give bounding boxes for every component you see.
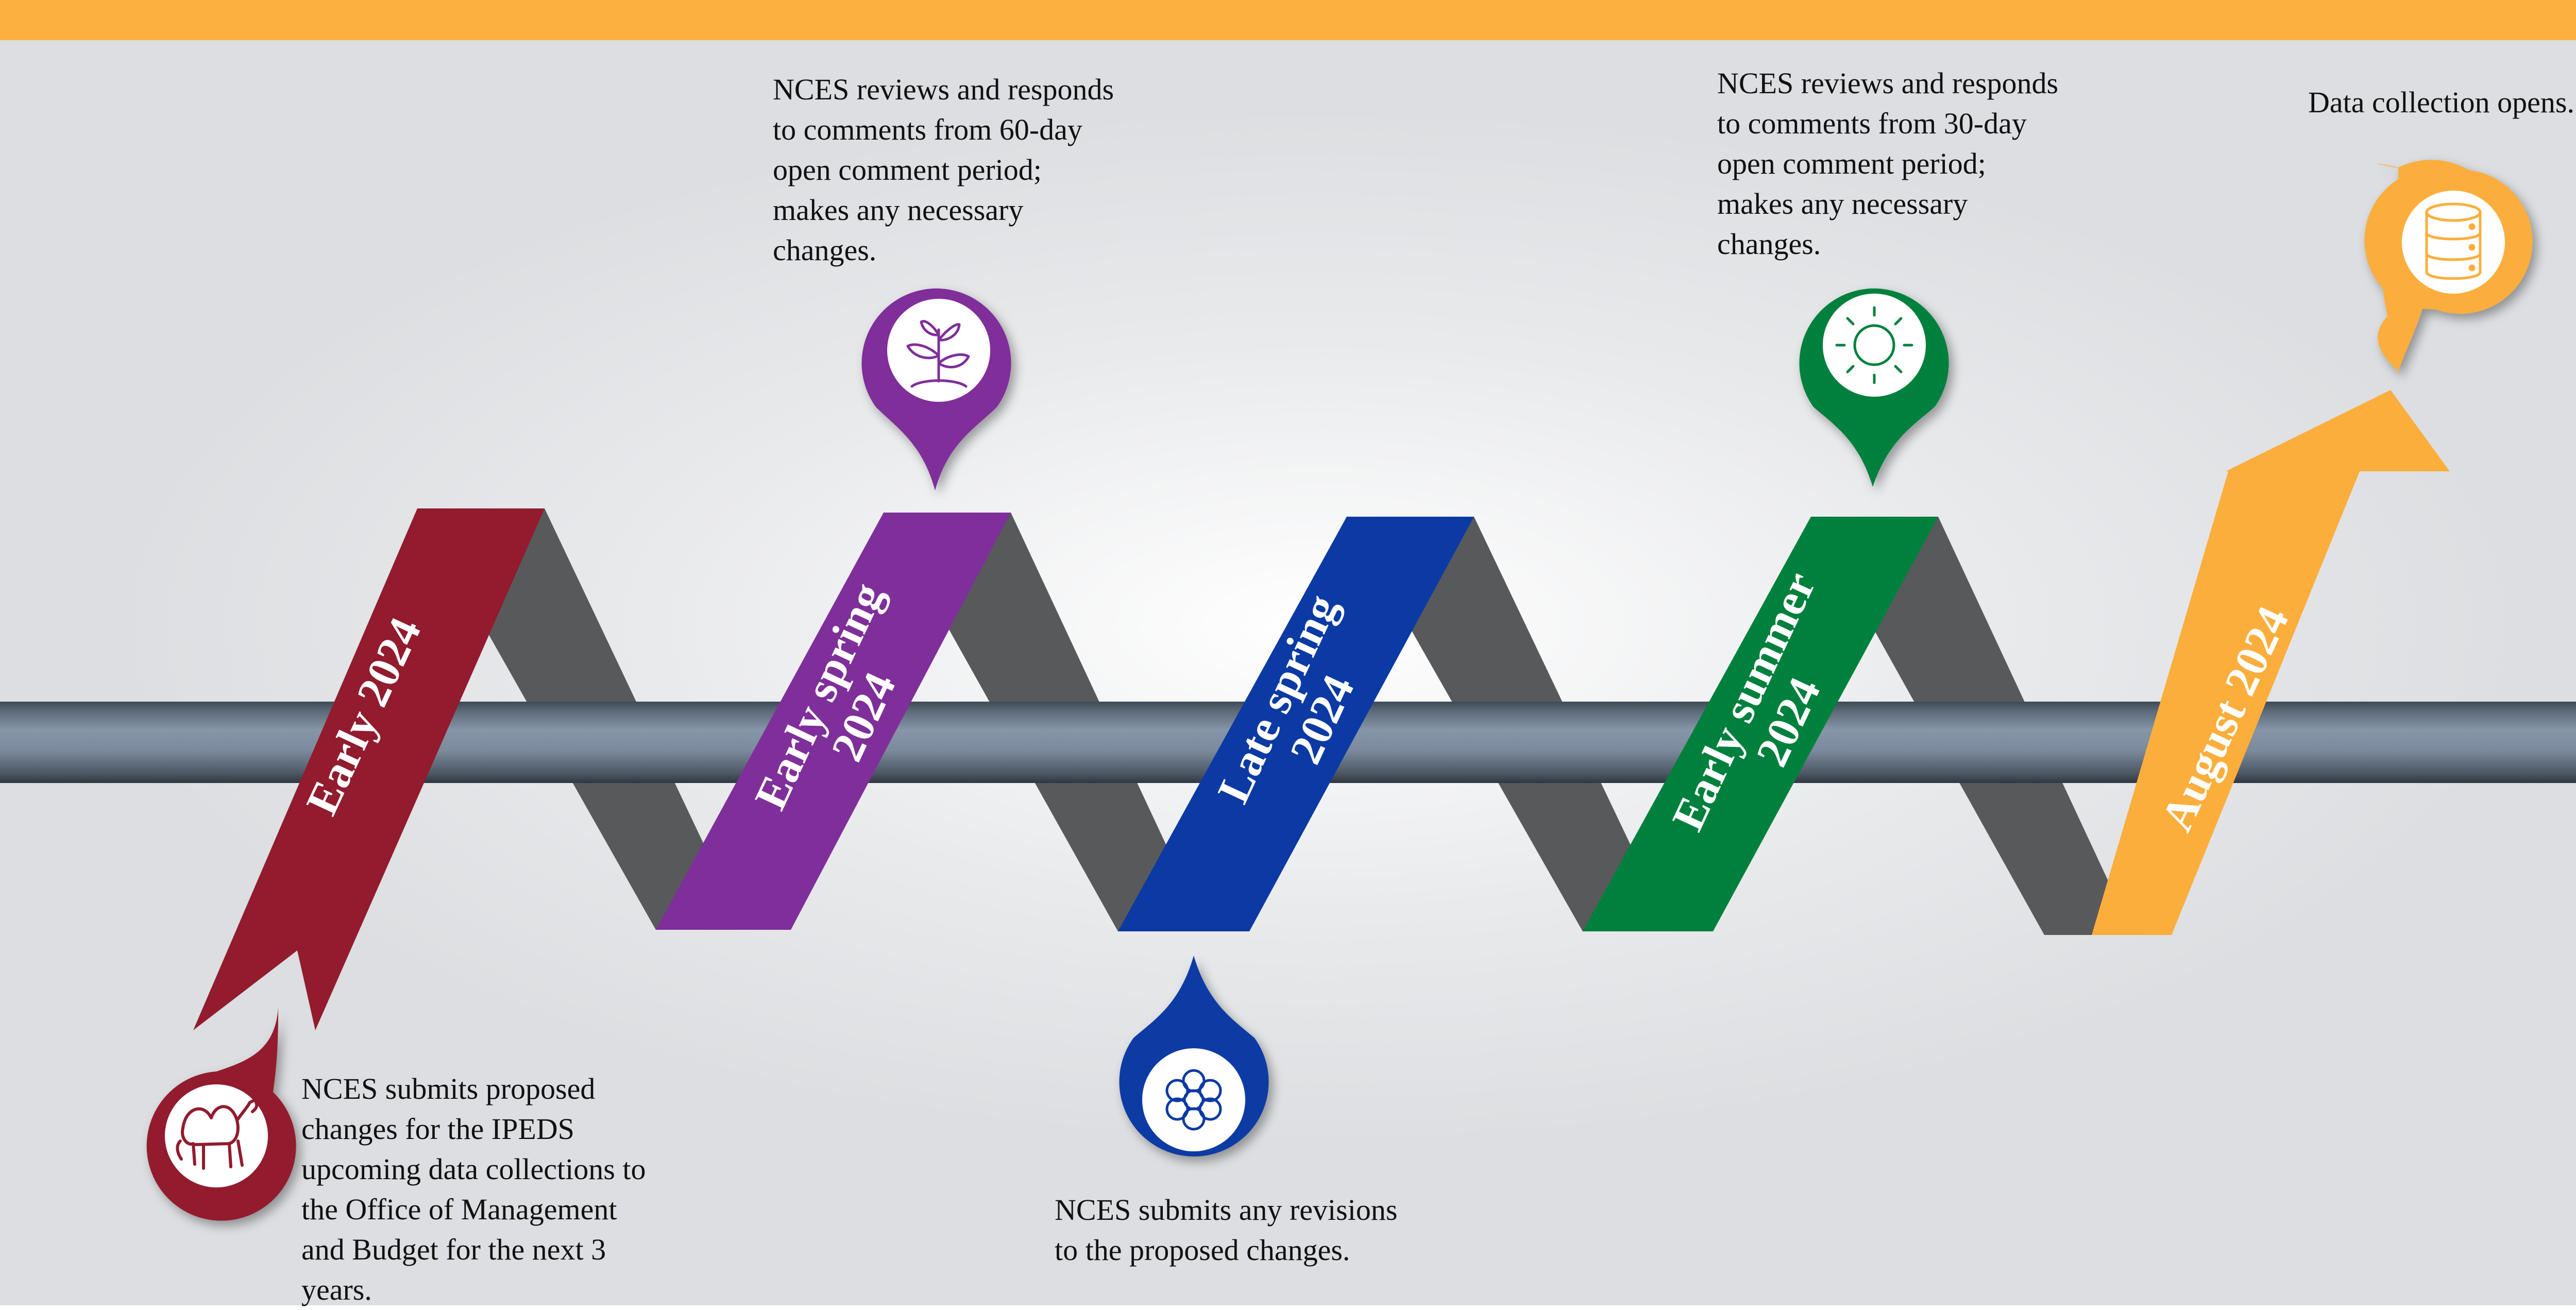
stage-description-early-summer-2024: NCES reviews and responds to comments fr… <box>1717 63 2058 264</box>
ribbon-early-spring-2024 <box>656 513 1011 930</box>
ribbon-early-summer-2024 <box>1583 517 1938 931</box>
description-line: open comment period; <box>1717 147 1986 180</box>
ribbon-august-2024-arrow <box>2092 390 2450 935</box>
description-line: open comment period; <box>773 153 1042 186</box>
pin-marker-early-spring-2024 <box>861 288 1011 490</box>
description-line: to comments from 30-day <box>1717 107 2027 140</box>
description-line: NCES submits proposed <box>301 1072 596 1105</box>
description-line: and Budget for the next 3 <box>301 1233 606 1266</box>
description-line: to the proposed changes. <box>1055 1233 1350 1267</box>
pin-marker-late-spring-2024 <box>1119 956 1269 1156</box>
flower-icon <box>1165 1069 1222 1131</box>
description-line: NCES reviews and responds <box>773 73 1114 106</box>
description-line: NCES submits any revisions <box>1055 1193 1398 1227</box>
camel-icon <box>176 1098 259 1170</box>
description-line: years. <box>301 1273 372 1306</box>
stage-description-august-2024: Data collection opens. <box>2308 82 2574 123</box>
description-line: makes any necessary <box>773 193 1024 227</box>
description-line: makes any necessary <box>1717 187 1968 220</box>
pin-marker-early-2024 <box>146 1007 296 1221</box>
ribbon-early-2024 <box>193 508 545 1030</box>
sun-icon <box>1835 306 1913 384</box>
pin-marker-august-2024 <box>2364 160 2533 373</box>
stage-description-early-spring-2024: NCES reviews and responds to comments fr… <box>773 70 1114 270</box>
database-icon <box>2425 202 2482 280</box>
sprout-icon <box>906 320 970 388</box>
ribbon-late-spring-2024 <box>1118 517 1474 931</box>
description-line: changes for the IPEDS <box>301 1112 574 1146</box>
description-line: Data collection opens. <box>2308 86 2574 119</box>
description-line: upcoming data collections to <box>301 1152 646 1186</box>
description-line: changes. <box>773 233 877 267</box>
description-line: NCES reviews and responds <box>1717 66 2059 100</box>
stage-description-late-spring-2024: NCES submits any revisions to the propos… <box>1055 1190 1397 1270</box>
stage-description-early-2024: NCES submits proposed changes for the IP… <box>301 1069 646 1310</box>
top-banner <box>0 0 2576 40</box>
pin-marker-early-summer-2024 <box>1799 288 1949 487</box>
description-line: to comments from 60-day <box>773 113 1082 146</box>
description-line: changes. <box>1717 227 1821 261</box>
description-line: the Office of Management <box>301 1193 617 1226</box>
